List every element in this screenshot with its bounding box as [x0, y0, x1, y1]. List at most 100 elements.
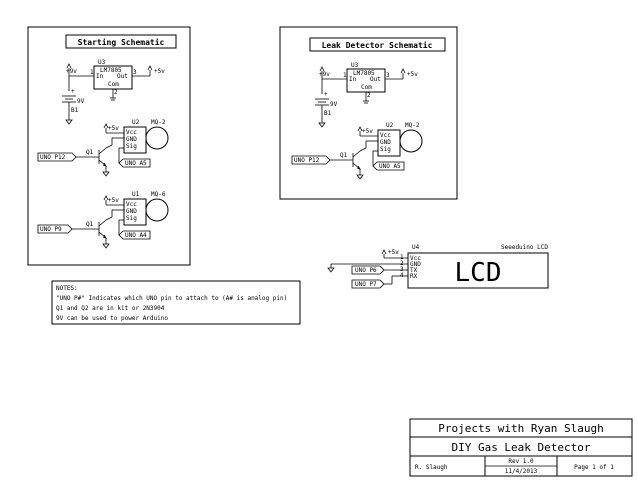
net-label-uno-a5 [118, 158, 151, 168]
svg-text:Q1: Q1 [86, 149, 94, 156]
net-label-uno-a5-text: UNO A5 [125, 160, 147, 167]
net-label-uno-p12-leak [291, 155, 331, 165]
leak-schematic-frame [279, 26, 458, 200]
battery-b1-leak: + 9V B1 [315, 79, 338, 128]
svg-text:1: 1 [400, 254, 404, 261]
title-date: 11/4/2013 [505, 468, 538, 475]
battery-value: 9V [77, 98, 85, 105]
leak-schematic-title: Leak Detector Schematic [322, 40, 433, 50]
lcd-body [407, 252, 549, 289]
svg-text:3: 3 [386, 72, 390, 79]
sensor-u1-ref: U1 [132, 191, 140, 198]
notes-title: NOTES: [56, 285, 78, 292]
svg-text:Sig: Sig [126, 143, 137, 150]
net-label-uno-p9-text: UNO P9 [40, 226, 62, 233]
u3-pin1: 1 [90, 69, 94, 76]
svg-text:B1: B1 [324, 110, 332, 117]
battery-b1-start: + 9V B1 [62, 76, 85, 125]
sensor-u2-start: +5v Vcc GND Sig U2 MQ-2 Q1 UNO P [37, 119, 169, 177]
pwr-out-label: +5v [154, 68, 165, 75]
svg-text:Com: Com [361, 84, 372, 91]
svg-text:RX: RX [410, 273, 418, 280]
svg-text:+5v: +5v [362, 128, 373, 135]
sensor-u2-ref: U2 [132, 119, 140, 126]
sensor-u2-leak: +5v Vcc GND Sig U2 MQ-2 Q1 UNO P12 [291, 122, 423, 180]
svg-text:2: 2 [367, 92, 371, 99]
svg-text:GND: GND [126, 208, 137, 215]
svg-text:TX: TX [410, 267, 418, 274]
svg-text:LM7805: LM7805 [353, 70, 375, 77]
u3-in: In [96, 73, 104, 80]
svg-text:U3: U3 [351, 62, 359, 69]
lcd-text: LCD [455, 258, 502, 288]
net-label-uno-p12 [37, 152, 77, 162]
lcd-ref: U4 [412, 244, 420, 251]
svg-text:MQ-2: MQ-2 [405, 122, 420, 129]
starting-schematic-title: Starting Schematic [78, 37, 165, 47]
starting-schematic-title-box [65, 34, 177, 49]
net-label-uno-a5-leak [372, 161, 405, 171]
svg-text:UNO A5: UNO A5 [379, 163, 401, 170]
svg-text:GND: GND [126, 136, 137, 143]
net-label-uno-p12-text: UNO P12 [40, 154, 66, 161]
u3-pin3: 3 [133, 69, 137, 76]
u3-pin2: 2 [114, 89, 118, 96]
gas-sensor-icon [145, 198, 169, 222]
svg-text:UNO P6: UNO P6 [355, 267, 377, 274]
note-line: "UNO P#" Indicates which UNO pin to atta… [56, 295, 287, 302]
svg-text:9V: 9V [330, 101, 338, 108]
svg-text:+: + [71, 88, 75, 95]
net-label-uno-a4-text: UNO A4 [125, 232, 147, 239]
lcd-name: Seeeduino LCD [501, 244, 548, 251]
svg-text:UNO P12: UNO P12 [294, 157, 320, 164]
regulator-u3-start: +9v U3 LM7805 In Out Com 1 3 2 +5v [66, 59, 165, 101]
svg-text:U2: U2 [386, 122, 394, 129]
pwr-in-label: +9v [66, 68, 77, 75]
svg-text:+5v: +5v [108, 125, 119, 132]
sensor-u1-model: MQ-6 [151, 191, 166, 198]
svg-text:Sig: Sig [380, 146, 391, 153]
svg-text:+: + [324, 91, 328, 98]
svg-text:3: 3 [400, 266, 404, 273]
leak-detector-schematic: Leak Detector Schematic +9v U3 LM7805 In… [279, 26, 458, 200]
svg-text:4: 4 [400, 272, 404, 279]
title-author: R. Slaugh [415, 464, 448, 471]
lcd-pwr: +5v [388, 249, 399, 256]
lcd-module: U4 Seeeduino LCD LCD Vcc GND TX RX 1 2 3… [327, 244, 549, 289]
svg-text:+9v: +9v [319, 71, 330, 78]
svg-text:Vcc: Vcc [410, 255, 421, 262]
svg-text:1: 1 [343, 72, 347, 79]
net-label-uno-p6 [351, 265, 385, 275]
svg-text:Q1: Q1 [340, 152, 348, 159]
gas-sensor-icon [399, 129, 423, 153]
note-line: Q1 and Q2 are in kit or 2N3904 [56, 305, 165, 312]
svg-text:GND: GND [380, 139, 391, 146]
svg-text:In: In [349, 76, 357, 83]
net-label-uno-p9 [37, 224, 73, 234]
svg-text:GND: GND [410, 261, 421, 268]
leak-schematic-title-box [309, 37, 446, 52]
net-label-uno-a4 [118, 230, 151, 240]
svg-text:Sig: Sig [126, 215, 137, 222]
svg-text:+5v: +5v [407, 71, 418, 78]
title-block: Projects with Ryan Slaugh DIY Gas Leak D… [409, 418, 633, 477]
svg-text:UNO P7: UNO P7 [355, 281, 377, 288]
net-label-uno-p7 [351, 279, 385, 289]
title-page: Page 1 of 1 [574, 464, 614, 471]
svg-text:2: 2 [400, 260, 404, 267]
title-rev: Rev 1.0 [508, 458, 534, 465]
battery-ref: B1 [71, 107, 79, 114]
u3-ref: U3 [98, 59, 106, 66]
svg-text:+5v: +5v [108, 197, 119, 204]
sensor-u1-start: +5v Vcc GND Sig U1 MQ-6 Q1 UNO P9 [37, 191, 169, 249]
regulator-u3-leak: +9v U3 LM7805 In Out Com 1 3 2 +5v [319, 62, 418, 104]
note-line: 9V can be used to power Arduino [56, 315, 168, 322]
title-project: DIY Gas Leak Detector [451, 441, 590, 454]
u3-out: Out [117, 73, 128, 80]
starting-schematic-frame [27, 26, 191, 266]
svg-text:Vcc: Vcc [126, 201, 137, 208]
notes-box: NOTES: "UNO P#" Indicates which UNO pin … [51, 280, 301, 325]
title-company: Projects with Ryan Slaugh [438, 422, 604, 435]
svg-text:Q1: Q1 [86, 221, 94, 228]
